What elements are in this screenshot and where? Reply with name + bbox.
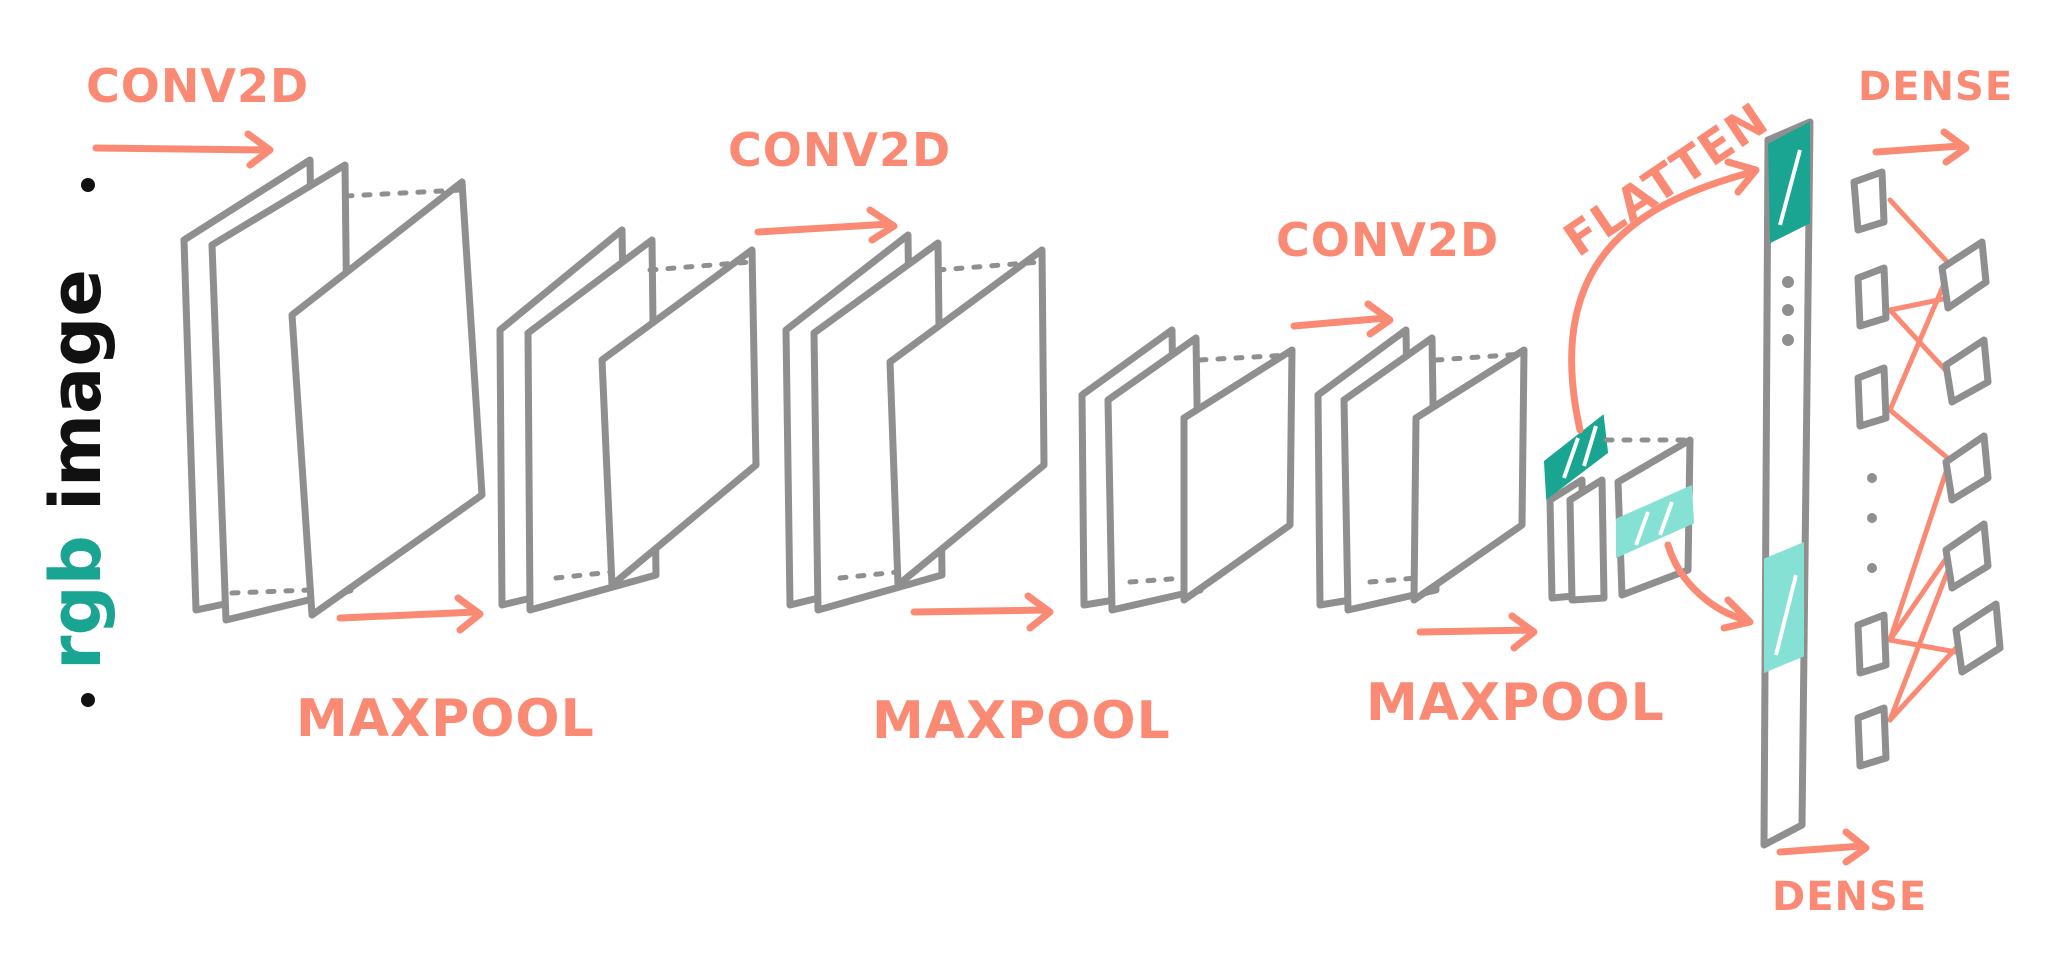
dense-layer-1 — [1850, 168, 1890, 770]
feature-map-plate — [1410, 346, 1528, 604]
dense-neuron — [1854, 611, 1890, 677]
input-label: rgb image — [35, 178, 117, 707]
dashed-connector — [935, 259, 1043, 273]
dense-connection — [1887, 267, 1953, 413]
dense-neuron — [1942, 336, 1992, 406]
ellipsis-dot — [1782, 276, 1794, 288]
dense-neuron — [1942, 432, 1992, 504]
flatten-arrow — [1664, 541, 1750, 624]
maxpool-label: MAXPOOL — [1366, 673, 1665, 733]
hatch-line — [1774, 574, 1798, 656]
dashed-connector — [1433, 351, 1525, 363]
maxpool-arrow — [1416, 612, 1538, 652]
ellipsis-dot — [1782, 334, 1794, 346]
conv-block-3 — [782, 231, 1048, 614]
hatch-line — [1562, 437, 1580, 479]
conv2d-label: CONV2D — [86, 59, 309, 113]
flatten-arrow — [1568, 168, 1756, 434]
conv2d-label: CONV2D — [728, 123, 951, 177]
dense-neuron — [1850, 168, 1888, 234]
feature-map-plate — [288, 178, 486, 619]
flatten-highlight-top — [1767, 121, 1810, 244]
dense-arrow — [1776, 828, 1870, 866]
ellipsis-dot — [1867, 473, 1877, 483]
hatch-line — [1778, 149, 1802, 226]
dense-label: DENSE — [1858, 64, 2013, 110]
conv-block-2 — [496, 226, 760, 614]
conv-block-6 — [1543, 414, 1695, 604]
dense-connection — [1887, 645, 1959, 723]
dashed-connector — [1367, 575, 1419, 585]
bullet-dot-right — [81, 178, 95, 192]
ellipsis-dot — [1867, 513, 1877, 523]
dashed-connector — [229, 587, 313, 596]
dense-neuron — [1854, 704, 1890, 770]
hatch-line — [1634, 511, 1650, 546]
maxpool-arrow — [336, 594, 484, 634]
dense-neuron — [1952, 600, 2004, 676]
dashed-connector — [1197, 352, 1293, 363]
ellipsis-dot — [1867, 563, 1877, 573]
dense-connection — [1887, 457, 1953, 643]
flatten-arrow-head — [1720, 596, 1754, 632]
dashed-connector — [343, 187, 463, 199]
dashed-connector — [647, 259, 753, 273]
dense-connections — [1887, 197, 1959, 723]
bullet-dot-left — [81, 693, 95, 707]
dense-connection — [1887, 197, 1953, 268]
dense-layer-2 — [1938, 238, 2004, 676]
dense-arrow — [1872, 128, 1970, 166]
flatten-vector — [1760, 118, 1814, 849]
dense-label: DENSE — [1772, 874, 1927, 920]
arrows — [92, 128, 1970, 866]
hatch-line — [1582, 425, 1598, 467]
feature-map-plate — [886, 246, 1048, 589]
dense-neuron — [1938, 238, 1990, 312]
ellipsis-dot — [1782, 304, 1794, 316]
dense-neuron — [1942, 520, 1992, 592]
flatten-arrow-head — [1724, 158, 1760, 196]
feature-map-plate — [1180, 346, 1296, 604]
rgb-text: rgb — [35, 535, 117, 670]
dense-connection — [1887, 407, 1953, 463]
svg-text:rgb image: rgb image — [35, 269, 117, 670]
hatch-line — [1658, 501, 1674, 536]
conv-arrow — [92, 130, 274, 169]
maxpool-label: MAXPOOL — [296, 689, 595, 749]
maxpool-label: MAXPOOL — [872, 691, 1171, 751]
dense-connection — [1887, 547, 1955, 643]
dense-connection — [1887, 637, 1959, 655]
conv-block-4 — [1078, 326, 1296, 614]
feature-map-plate — [1566, 476, 1608, 604]
conv2d-label: CONV2D — [1276, 213, 1499, 267]
conv-block-5 — [1314, 326, 1528, 614]
conv-arrow — [1290, 300, 1394, 338]
flatten-highlight-bottom — [1764, 542, 1804, 673]
conv-arrow — [754, 206, 898, 244]
conv-block-1 — [180, 156, 486, 624]
image-text: image — [35, 269, 117, 535]
dense-neuron — [1854, 364, 1890, 430]
maxpool-arrow — [910, 592, 1054, 632]
dense-neuron — [1854, 264, 1890, 330]
dense-connection — [1887, 557, 1955, 723]
feature-map-plate — [598, 246, 760, 589]
